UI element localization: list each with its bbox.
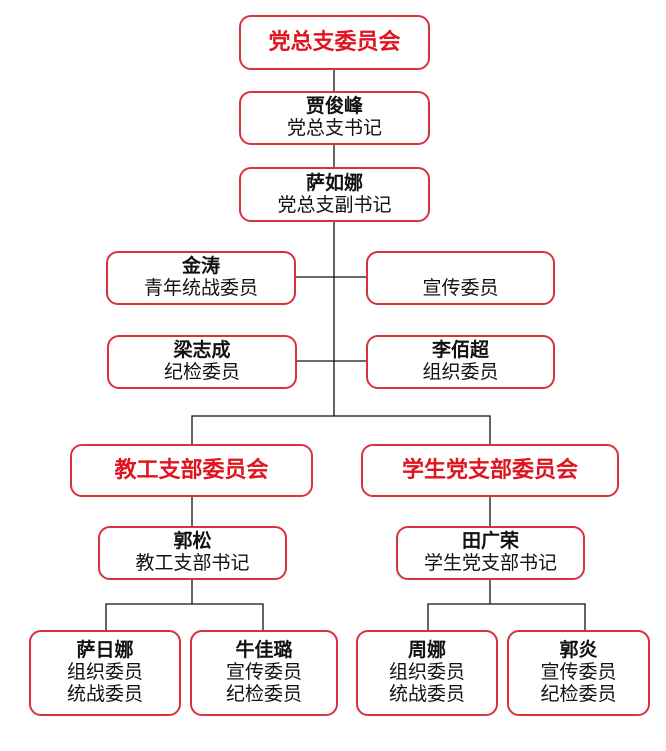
person-role: 统战委员 — [388, 683, 465, 705]
person-role: 教工支部书记 — [135, 552, 250, 575]
committee-member-box: 宣传委员 — [366, 251, 555, 305]
person-name: 李佰超 — [431, 339, 489, 362]
committee-member-box: 李佰超 组织委员 — [366, 335, 555, 389]
person-role: 党总支书记 — [286, 117, 382, 140]
branch-member-box: 郭炎 宣传委员 纪检委员 — [507, 630, 650, 716]
person-name: 周娜 — [407, 639, 446, 662]
person-role: 宣传委员 — [540, 661, 617, 684]
branch-committee-box: 教工支部委员会 — [70, 444, 313, 497]
person-role: 组织委员 — [422, 361, 499, 384]
person-name: 梁志成 — [173, 339, 231, 362]
connector-branches — [191, 415, 491, 444]
person-name: 萨日娜 — [76, 639, 134, 662]
person-name: 郭松 — [173, 530, 212, 553]
person-role: 组织委员 — [66, 661, 143, 684]
connector-branch2-members — [427, 580, 586, 630]
person-role: 纪检委员 — [225, 683, 302, 705]
branch-secretary-box: 田广荣 学生党支部书记 — [396, 526, 585, 580]
deputy-secretary-box: 萨如娜 党总支副书记 — [239, 167, 430, 222]
person-role: 党总支副书记 — [277, 193, 392, 216]
secretary-box: 贾俊峰 党总支书记 — [239, 91, 430, 145]
person-role: 纪检委员 — [163, 361, 240, 384]
branch-title: 学生党支部委员会 — [401, 457, 578, 483]
root-title: 党总支委员会 — [268, 29, 401, 55]
person-role: 纪检委员 — [540, 683, 617, 705]
person-name: 田广荣 — [461, 530, 519, 553]
root-committee-box: 党总支委员会 — [239, 15, 430, 70]
person-role: 宣传委员 — [422, 277, 499, 300]
person-role: 学生党支部书记 — [423, 552, 557, 575]
person-role: 青年统战委员 — [143, 277, 258, 300]
branch-member-box: 周娜 组织委员 统战委员 — [356, 630, 498, 716]
connector-branch1-members — [105, 580, 264, 630]
person-role: 组织委员 — [388, 661, 465, 684]
person-name: 牛佳璐 — [235, 639, 293, 662]
person-name: 郭炎 — [559, 639, 598, 662]
person-name: 金涛 — [181, 255, 220, 278]
branch-committee-box: 学生党支部委员会 — [361, 444, 619, 497]
branch-secretary-box: 郭松 教工支部书记 — [98, 526, 287, 580]
branch-member-box: 牛佳璐 宣传委员 纪检委员 — [190, 630, 338, 716]
branch-member-box: 萨日娜 组织委员 统战委员 — [29, 630, 181, 716]
person-name: 贾俊峰 — [305, 95, 363, 118]
person-name: 萨如娜 — [305, 171, 363, 194]
person-role: 宣传委员 — [225, 661, 302, 684]
committee-member-box: 梁志成 纪检委员 — [107, 335, 297, 389]
branch-title: 教工支部委员会 — [114, 457, 269, 483]
person-role: 统战委员 — [66, 683, 143, 705]
committee-member-box: 金涛 青年统战委员 — [106, 251, 296, 305]
